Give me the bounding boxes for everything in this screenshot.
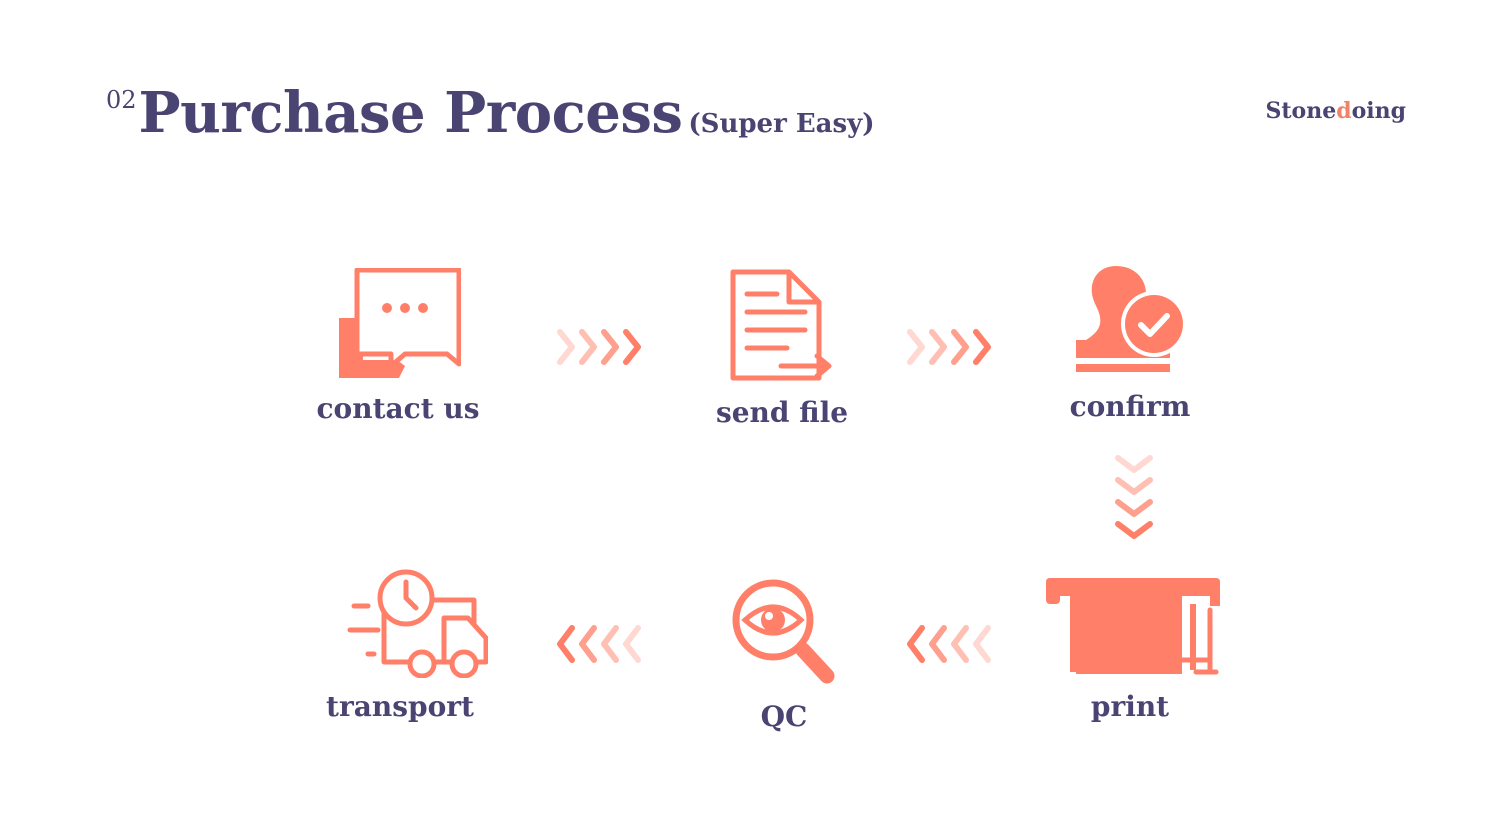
arrow-right-icon bbox=[557, 329, 641, 365]
brand-accent: d bbox=[1336, 98, 1352, 124]
chat-bubble-icon bbox=[339, 268, 461, 378]
arrow-down-icon bbox=[1115, 455, 1153, 539]
subtitle-text: (Super Easy) bbox=[688, 109, 875, 139]
section-number: 02 bbox=[106, 86, 137, 114]
step-print: print bbox=[1010, 576, 1250, 723]
arrow-right-icon bbox=[907, 329, 991, 365]
step-label: QC bbox=[760, 700, 808, 733]
document-send-icon bbox=[730, 269, 832, 381]
step-label: transport bbox=[326, 690, 474, 723]
title-text: Purchase Process bbox=[138, 80, 683, 146]
magnifier-eye-icon bbox=[732, 579, 835, 684]
step-send-file: send file bbox=[662, 268, 902, 429]
arrow-left-icon bbox=[557, 625, 641, 663]
delivery-truck-icon bbox=[347, 569, 488, 678]
step-confirm: confirm bbox=[1010, 262, 1250, 423]
stamp-check-icon bbox=[1076, 266, 1187, 372]
brand-suffix: oing bbox=[1351, 98, 1406, 124]
brand-logo: Stonedoing bbox=[1265, 98, 1406, 124]
step-qc: QC bbox=[664, 576, 904, 733]
step-label: send file bbox=[715, 396, 849, 429]
step-transport: transport bbox=[280, 568, 520, 723]
brand-prefix: Stone bbox=[1265, 98, 1337, 124]
step-label: contact us bbox=[316, 392, 480, 425]
printer-plotter-icon bbox=[1046, 578, 1220, 675]
arrow-left-icon bbox=[907, 625, 991, 663]
step-contact-us: contact us bbox=[278, 268, 518, 425]
step-label: print bbox=[1090, 690, 1170, 723]
page-title: 02Purchase Process(Super Easy) bbox=[106, 80, 875, 146]
step-label: confirm bbox=[1069, 390, 1191, 423]
